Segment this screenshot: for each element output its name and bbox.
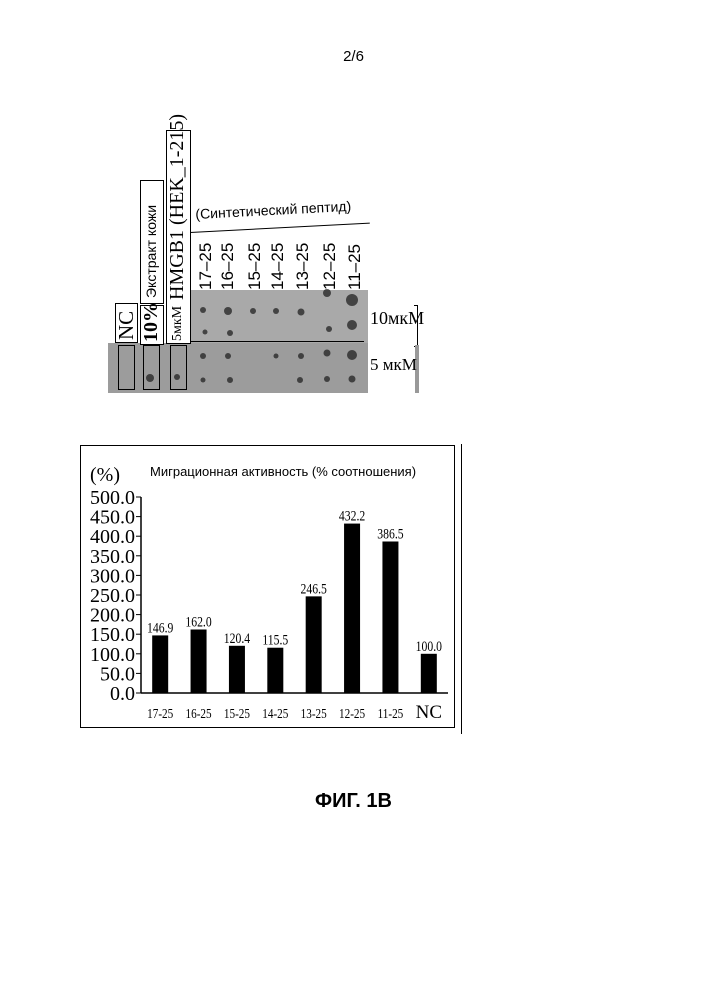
x-tick-label: 17-25 — [147, 706, 173, 721]
figure-caption: ФИГ. 1В — [0, 790, 707, 813]
x-tick-label: 11-25 — [378, 706, 404, 721]
bar — [229, 646, 245, 693]
bar-value-label: 100.0 — [416, 637, 443, 654]
bar-value-label: 146.9 — [147, 619, 174, 636]
bar-value-label: 115.5 — [262, 631, 288, 648]
bar-value-label: 432.2 — [339, 507, 365, 524]
bar — [152, 635, 168, 693]
bar — [421, 654, 437, 693]
x-tick-label: 13-25 — [301, 706, 327, 721]
x-tick-label: 16-25 — [186, 706, 212, 721]
x-tick-label: 12-25 — [339, 706, 365, 721]
bar — [191, 629, 207, 693]
chart-title: Миграционная активность (% соотношения) — [150, 464, 416, 479]
x-tick-label: 14-25 — [262, 706, 288, 721]
bar-value-label: 162.0 — [185, 613, 212, 630]
chart-ylabel: (%) — [90, 464, 120, 486]
bar — [306, 596, 322, 693]
bar — [344, 524, 360, 693]
bar-value-label: 246.5 — [301, 580, 328, 597]
bar-value-label: 120.4 — [224, 629, 251, 646]
bar-value-label: 386.5 — [377, 525, 404, 542]
bar — [267, 648, 283, 693]
x-tick-label: NC — [416, 702, 442, 723]
x-tick-label: 15-25 — [224, 706, 250, 721]
bar — [382, 541, 398, 693]
y-tick-label: 0.0 — [110, 683, 135, 705]
